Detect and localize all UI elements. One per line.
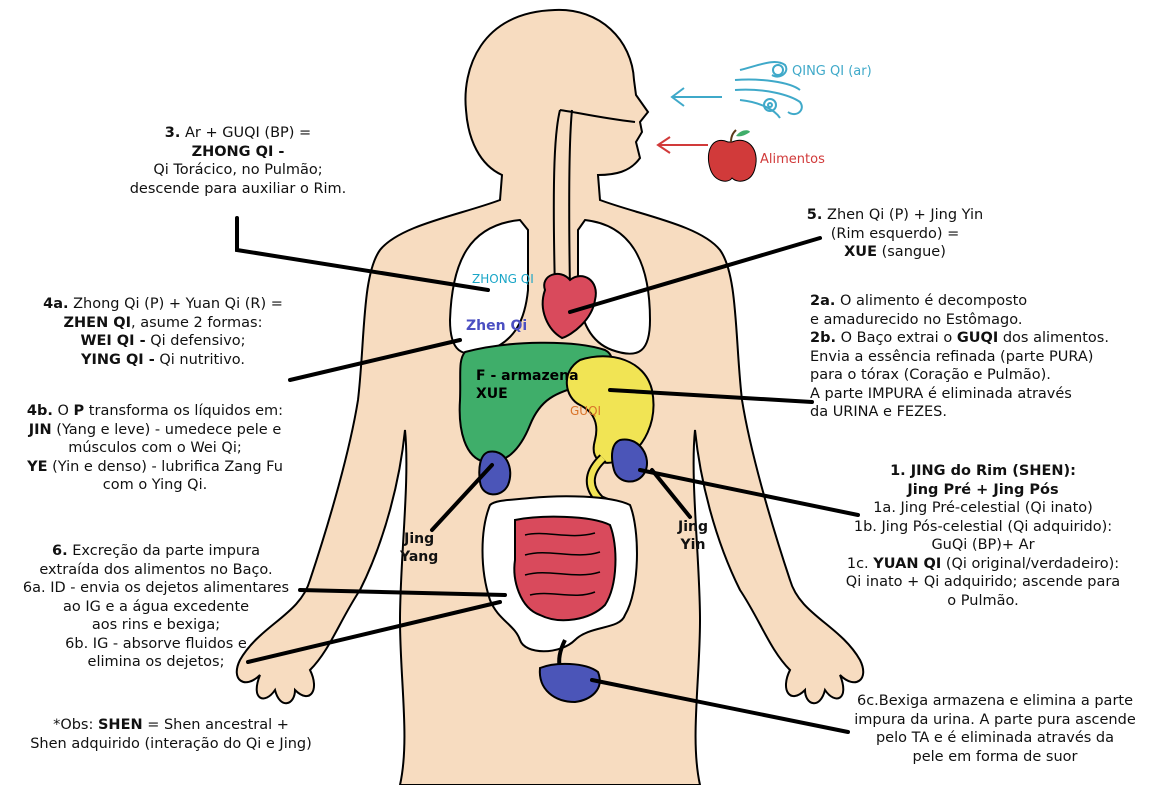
annotation-2: 2a. O alimento é decomposto e amadurecid…: [810, 292, 1150, 422]
annotation-6: 6. Excreção da parte impura extraída dos…: [6, 542, 306, 672]
annotation-6c: 6c.Bexiga armazena e elimina a parte imp…: [836, 692, 1154, 766]
label-zhong-qi: ZHONG QI: [472, 272, 534, 286]
annotation-3: 3. Ar + GUQI (BP) = ZHONG QI - Qi Toráci…: [118, 124, 358, 198]
label-qing-qi: QING QI (ar): [792, 64, 872, 79]
label-liver-1: F - armazena: [476, 368, 579, 384]
label-jing-yang: Jing Yang: [400, 530, 438, 566]
small-intestine: [514, 517, 615, 620]
arrow-left-icon-2: [658, 137, 708, 153]
annotation-4a: 4a. Zhong Qi (P) + Yuan Qi (R) = ZHEN QI…: [28, 295, 298, 369]
apple-icon: [708, 130, 756, 181]
label-jing-yin: Jing Yin: [678, 518, 708, 554]
annotation-4b: 4b. O P transforma os líquidos em: JIN (…: [10, 402, 300, 495]
annotation-obs: *Obs: SHEN = Shen ancestral + Shen adqui…: [6, 716, 336, 753]
annotation-5: 5. Zhen Qi (P) + Jing Yin (Rim esquerdo)…: [800, 206, 990, 262]
label-liver-2: XUE: [476, 386, 508, 402]
label-guqi: GUQI: [570, 404, 601, 418]
label-zhen-qi: Zhen Qi: [466, 318, 527, 334]
arrow-left-icon: [672, 88, 722, 106]
label-alimentos: Alimentos: [760, 152, 825, 167]
annotation-1: 1. JING do Rim (SHEN): Jing Pré + Jing P…: [818, 462, 1148, 610]
